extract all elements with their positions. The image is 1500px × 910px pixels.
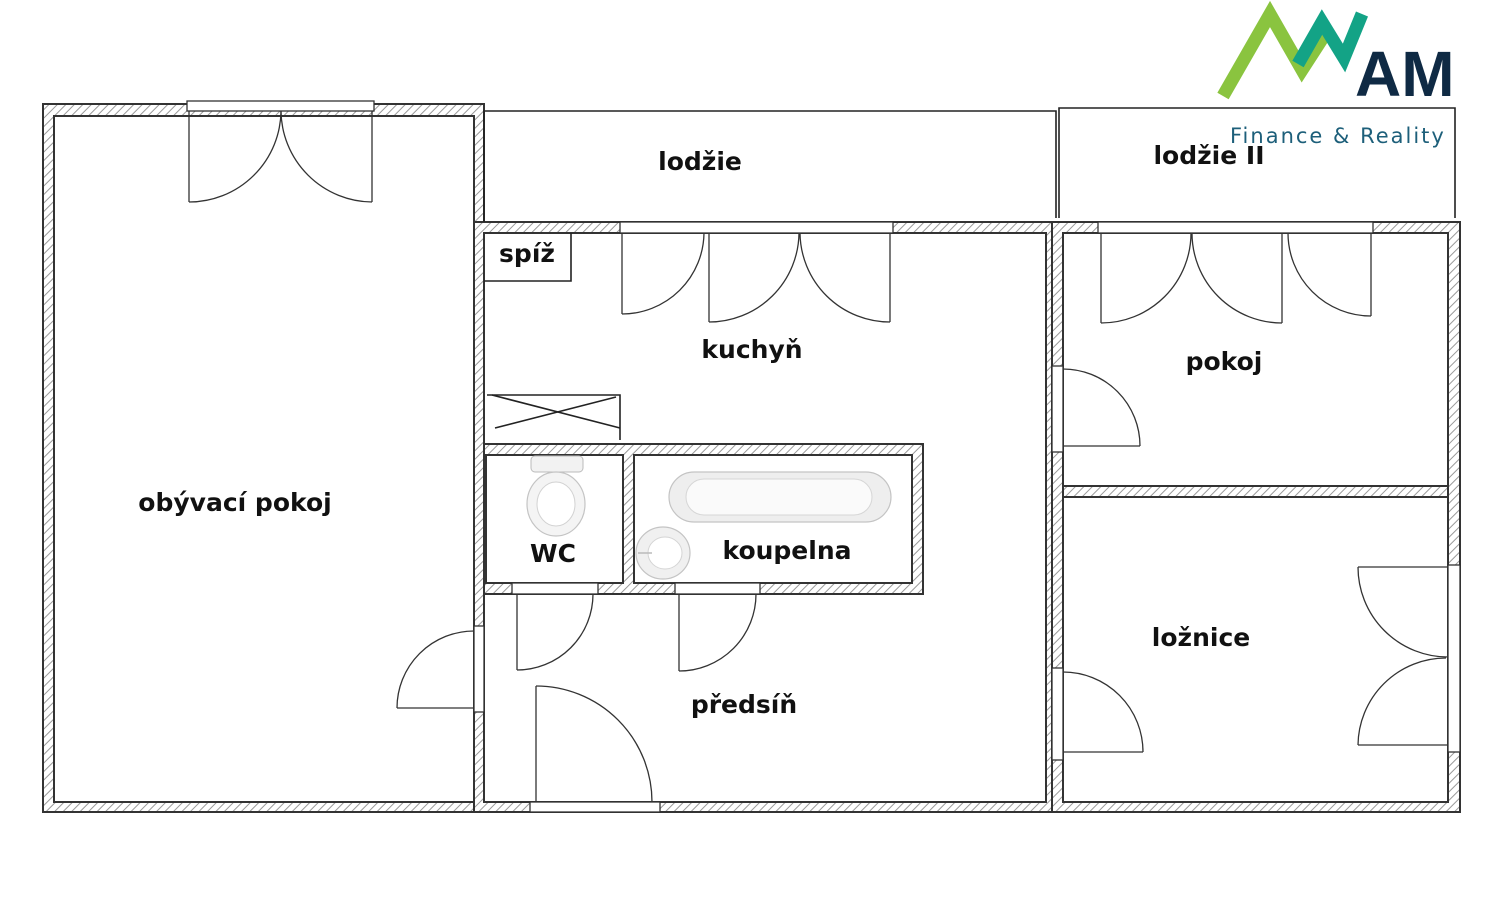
bedroom-door (1051, 667, 1144, 761)
living-room-door (396, 625, 485, 713)
logo-subtitle: Finance & Reality (1230, 124, 1446, 148)
label-kitchen: kuchyň (701, 335, 802, 364)
bedroom-window (1357, 564, 1461, 753)
wall-right (1051, 221, 1461, 813)
label-bedroom: ložnice (1152, 623, 1250, 652)
logo-mark-green (1217, 0, 1330, 100)
room-loggia-doors (1097, 221, 1374, 324)
label-wc: WC (530, 539, 576, 568)
sink-fixture (635, 526, 691, 580)
loggia-1-outline (483, 110, 1057, 222)
living-balcony-door (186, 100, 375, 203)
wall-living-outer (42, 103, 485, 813)
wall-divider-right (1062, 485, 1449, 498)
loggias (483, 107, 1456, 222)
label-loggia-1: lodžie (658, 147, 742, 176)
kitchen-loggia-doors (619, 221, 894, 323)
room-door (1051, 365, 1141, 453)
label-bathroom: koupelna (722, 536, 851, 565)
logo-text: AM (1355, 38, 1455, 110)
loggia-2-outline (1058, 107, 1456, 218)
entrance-door (529, 685, 661, 813)
bathroom-door (674, 582, 761, 672)
toilet-fixture (526, 455, 586, 537)
pantry-outline (484, 233, 572, 282)
label-pantry: spíž (499, 239, 555, 268)
label-living-room: obývací pokoj (138, 488, 331, 517)
label-loggia-2: lodžie II (1153, 141, 1264, 170)
label-hallway: předsíň (691, 690, 797, 719)
label-room: pokoj (1186, 347, 1263, 376)
company-logo: AM Finance & Reality (1217, 0, 1455, 148)
logo-mark-teal (1292, 9, 1369, 73)
wall-bath-block (483, 443, 924, 595)
kitchen-counter (487, 394, 621, 440)
bathtub-fixture (668, 471, 892, 523)
wc-door (511, 582, 599, 671)
